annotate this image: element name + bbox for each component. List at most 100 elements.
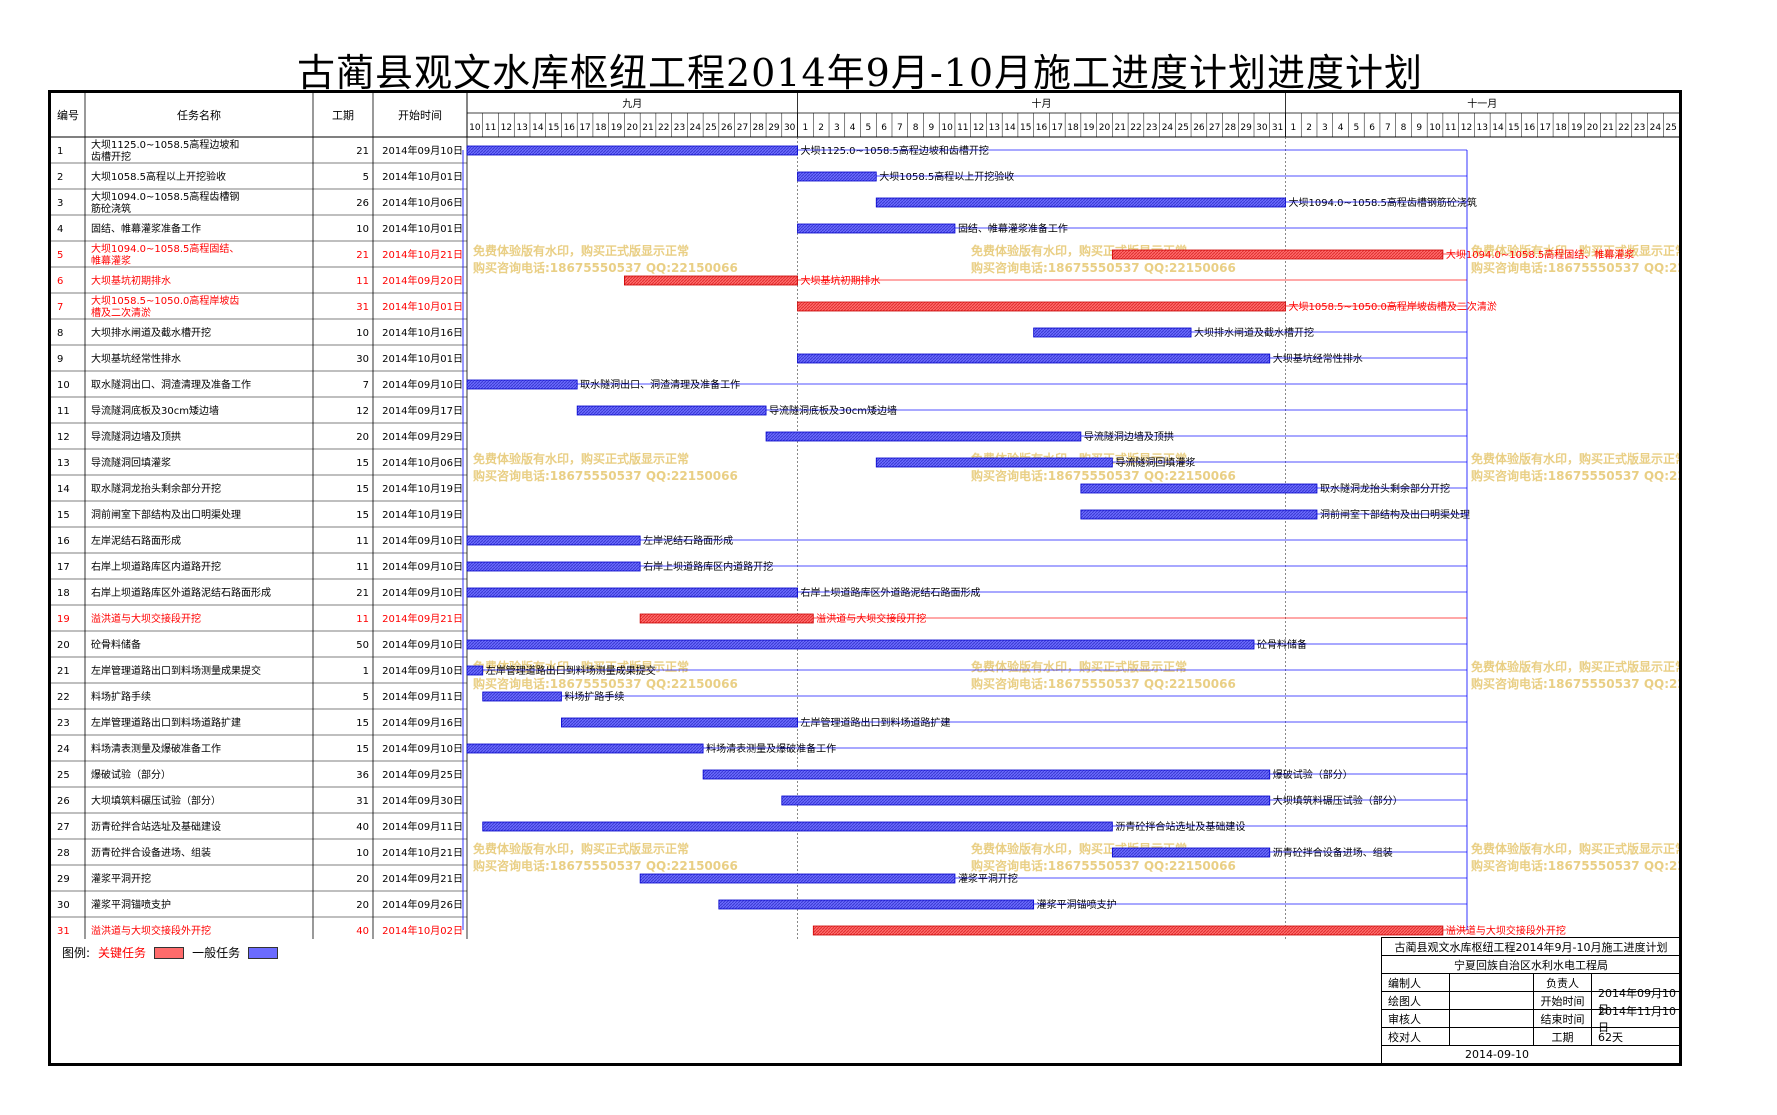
day-label: 23	[674, 123, 685, 133]
task-name: 左岸管理道路出口到料场道路扩建	[91, 716, 241, 729]
task-id: 8	[57, 328, 63, 339]
task-start: 2014年09月21日	[382, 612, 463, 625]
task-duration: 31	[356, 302, 369, 313]
day-label: 1	[1290, 123, 1296, 133]
task-duration: 21	[356, 588, 369, 599]
watermark-line2: 购买咨询电话:18675550537 QQ:22150066	[971, 858, 1236, 873]
bar-label: 大坝1125.0~1058.5高程边坡和齿槽开挖	[801, 144, 989, 157]
day-label: 2	[818, 123, 824, 133]
bar-label: 取水隧洞出口、洞渣清理及准备工作	[580, 378, 740, 391]
task-duration: 1	[363, 666, 369, 677]
task-bar	[1111, 847, 1271, 858]
task-id: 1	[57, 146, 63, 157]
task-id: 26	[57, 796, 70, 807]
task-bar	[466, 561, 641, 572]
day-label: 20	[1099, 123, 1111, 133]
task-name-cont: 槽及二次清淤	[91, 306, 151, 319]
bar-label: 右岸上坝道路库区外道路泥结石路面形成	[801, 586, 981, 599]
task-start: 2014年09月10日	[382, 534, 463, 547]
task-id: 6	[57, 276, 63, 287]
watermark-line2: 购买咨询电话:18675550537 QQ:22150066	[1471, 858, 1679, 873]
bar-label: 沥青砼拌合设备进场、组装	[1273, 846, 1393, 859]
title-block-cell	[1450, 1010, 1534, 1028]
task-id: 14	[57, 484, 70, 495]
task-name: 大坝1125.0~1058.5高程边坡和	[91, 138, 239, 151]
task-start: 2014年09月16日	[382, 716, 463, 729]
task-duration: 20	[356, 874, 369, 885]
bar-label: 料场清表测量及爆破准备工作	[706, 742, 836, 755]
task-name: 右岸上坝道路库区内道路开挖	[91, 560, 221, 573]
watermark-line1: 免费体验版有水印，购买正式版显示正常	[971, 659, 1187, 674]
day-label: 11	[957, 123, 968, 133]
legend-label: 图例:	[62, 946, 91, 960]
day-label: 28	[1225, 123, 1237, 133]
task-bar	[1111, 249, 1444, 260]
task-id: 17	[57, 562, 70, 573]
title-block-cell: 校对人	[1382, 1028, 1450, 1046]
day-label: 14	[1492, 123, 1504, 133]
task-start: 2014年09月20日	[382, 274, 463, 287]
task-start: 2014年10月21日	[382, 846, 463, 859]
title-block-cell: 开始时间	[1534, 992, 1592, 1010]
bar-label: 大坝1094.0~1058.5高程固结、帷幕灌浆	[1446, 248, 1634, 261]
task-duration: 11	[356, 536, 369, 547]
task-name: 大坝1058.5~1050.0高程岸坡齿	[91, 294, 239, 307]
day-label: 28	[752, 123, 764, 133]
task-name: 大坝基坑初期排水	[91, 274, 171, 287]
day-label: 14	[532, 123, 544, 133]
day-label: 1	[803, 123, 809, 133]
bar-label: 取水隧洞龙抬头剩余部分开挖	[1320, 482, 1450, 495]
day-label: 18	[595, 123, 607, 133]
task-name: 料场清表测量及爆破准备工作	[91, 742, 221, 755]
task-name: 砼骨料储备	[91, 638, 141, 651]
task-id: 3	[57, 198, 63, 209]
task-duration: 21	[356, 250, 369, 261]
task-bar	[639, 613, 814, 624]
month-label: 十一月	[1467, 97, 1497, 110]
table-header: 编号	[57, 108, 79, 122]
task-name: 大坝基坑经常性排水	[91, 352, 181, 365]
legend-critical-swatch	[154, 946, 185, 959]
bar-label: 灌浆平洞锚喷支护	[1037, 898, 1117, 911]
task-duration: 21	[356, 146, 369, 157]
day-label: 24	[1650, 123, 1662, 133]
task-name: 取水隧洞出口、洞渣清理及准备工作	[91, 378, 251, 391]
task-id: 11	[57, 406, 70, 417]
day-label: 12	[973, 123, 984, 133]
legend-general-label: 一般任务	[192, 946, 241, 960]
day-label: 20	[627, 123, 639, 133]
day-label: 4	[850, 123, 856, 133]
task-id: 13	[57, 458, 70, 469]
task-duration: 10	[356, 328, 369, 339]
task-id: 29	[57, 874, 70, 885]
task-bar	[702, 769, 1271, 780]
task-id: 19	[57, 614, 70, 625]
task-name: 左岸管理道路出口到料场测量成果提交	[91, 664, 261, 677]
bar-label: 大坝填筑料碾压试验（部分）	[1273, 794, 1403, 807]
day-label: 24	[690, 123, 702, 133]
bar-label: 固结、帷幕灌浆准备工作	[958, 222, 1068, 235]
task-bar	[812, 925, 1444, 936]
day-label: 29	[1240, 123, 1252, 133]
task-id: 23	[57, 718, 70, 729]
task-id: 25	[57, 770, 70, 781]
task-name: 爆破试验（部分）	[91, 768, 171, 781]
day-label: 3	[1322, 123, 1328, 133]
task-start: 2014年09月30日	[382, 794, 463, 807]
task-start: 2014年09月10日	[382, 664, 463, 677]
watermark-line2: 购买咨询电话:18675550537 QQ:22150066	[1471, 468, 1679, 483]
title-block-cell: 2014年11月10日	[1592, 1005, 1680, 1034]
task-name: 沥青砼拌合站选址及基础建设	[91, 820, 221, 833]
day-label: 10	[469, 123, 481, 133]
task-bar	[576, 405, 767, 416]
day-label: 8	[1401, 123, 1407, 133]
bar-label: 大坝1058.5~1050.0高程岸坡齿槽及二次清淤	[1288, 300, 1496, 313]
month-label: 九月	[622, 98, 642, 110]
task-start: 2014年09月11日	[382, 690, 463, 703]
bar-label: 大坝1058.5高程以上开挖验收	[879, 170, 1014, 183]
bar-label: 灌浆平洞开挖	[958, 872, 1018, 885]
task-id: 9	[57, 354, 63, 365]
title-block-company: 宁夏回族自治区水利水电工程局	[1382, 956, 1680, 974]
task-name-cont: 齿槽开挖	[91, 150, 131, 163]
day-label: 6	[1369, 123, 1375, 133]
